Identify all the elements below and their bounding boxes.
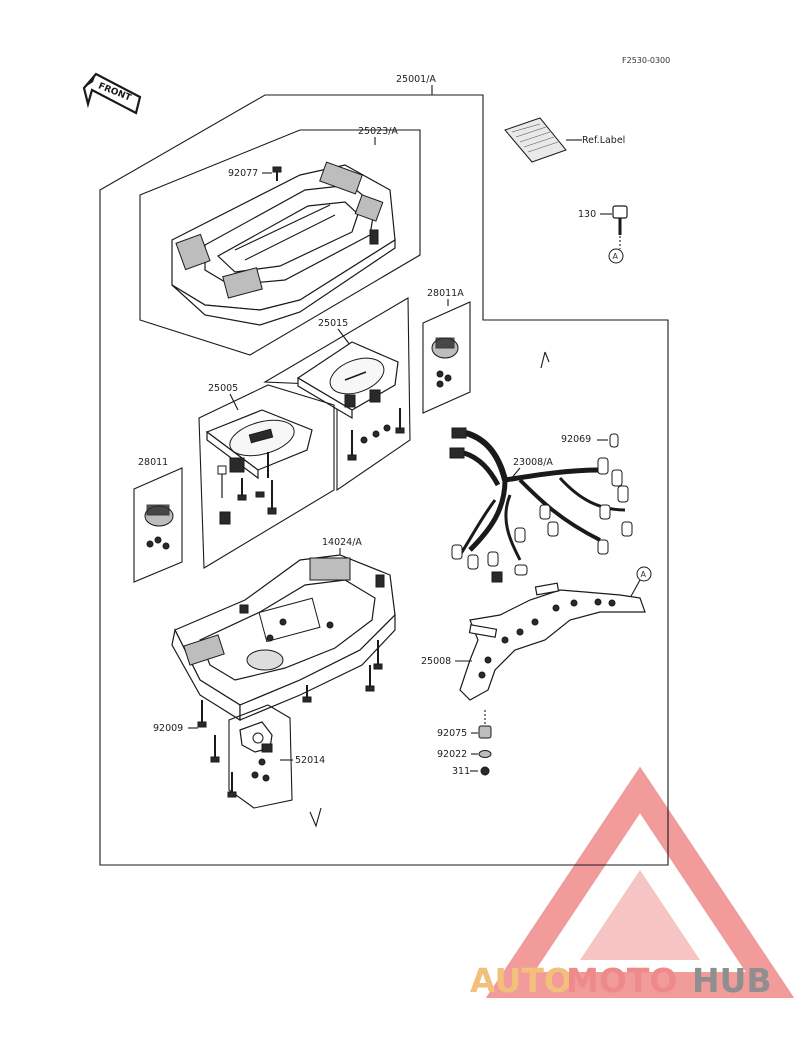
washer-92022-icon xyxy=(478,750,492,758)
label-28011A: 28011A xyxy=(427,288,464,299)
label-25001A: 25001/A xyxy=(396,74,436,85)
svg-text:A: A xyxy=(613,252,619,261)
label-28011: 28011 xyxy=(138,457,168,468)
bracket-52014-part xyxy=(227,721,273,798)
figure-code: F2530-0300 xyxy=(622,56,670,65)
label-14024A: 14024/A xyxy=(322,537,362,548)
lower-case-bolts-icon xyxy=(197,640,383,763)
assembly-outline xyxy=(99,94,669,866)
label-25015: 25015 xyxy=(318,318,348,329)
speedo-group-outline xyxy=(198,384,335,569)
label-92022: 92022 xyxy=(437,749,467,760)
socket-28011-icon xyxy=(144,504,174,550)
bracket-52014-outline xyxy=(228,704,293,809)
svg-text:HUB: HUB xyxy=(692,961,772,1000)
label-23008A: 23008/A xyxy=(513,457,553,468)
bulb-92069-icon xyxy=(609,433,619,448)
socket-left-outline xyxy=(133,467,183,583)
ref-label-part xyxy=(504,117,582,163)
item-311-icon xyxy=(480,766,490,776)
watermark-text: AUTO MOTO HUB xyxy=(470,961,772,1000)
screw-92077-icon xyxy=(272,166,282,181)
label-92077: 92077 xyxy=(228,168,258,179)
label-25023A: 25023/A xyxy=(358,126,398,137)
tacho-screws-icon xyxy=(347,408,405,461)
mark-upper xyxy=(540,351,550,369)
label-25005: 25005 xyxy=(208,383,238,394)
bolt-130-icon xyxy=(612,205,628,249)
speedo-hardware-icon xyxy=(217,465,277,525)
wiring-harness-part xyxy=(449,427,633,583)
socket-right-outline xyxy=(422,301,471,414)
lower-case-part xyxy=(171,554,396,722)
svg-text:MOTO: MOTO xyxy=(566,961,677,1000)
label-92009: 92009 xyxy=(153,723,183,734)
nut-92075-icon xyxy=(478,710,492,739)
label-311: 311 xyxy=(452,766,470,777)
label-25008: 25008 xyxy=(421,656,451,667)
label-130: 130 xyxy=(578,209,596,220)
socket-28011A-icon xyxy=(431,337,459,388)
svg-text:A: A xyxy=(641,570,647,579)
circle-a-marker-top: A xyxy=(608,248,624,264)
label-52014: 52014 xyxy=(295,755,325,766)
label-92069: 92069 xyxy=(561,434,591,445)
cover-group-outline xyxy=(139,129,421,356)
label-ref-label: Ref.Label xyxy=(582,135,625,146)
meter-cover-part xyxy=(171,161,396,326)
mark-lower xyxy=(309,807,322,828)
front-arrow-icon: FRONT xyxy=(82,72,142,115)
bracket-25008-part xyxy=(459,582,646,701)
circle-a-marker-bracket: A xyxy=(629,566,652,599)
speedometer-part xyxy=(205,409,313,480)
tachometer-part xyxy=(296,341,399,420)
label-92075: 92075 xyxy=(437,728,467,739)
svg-text:AUTO: AUTO xyxy=(470,961,572,1000)
watermark-logo-triangle xyxy=(485,766,795,998)
